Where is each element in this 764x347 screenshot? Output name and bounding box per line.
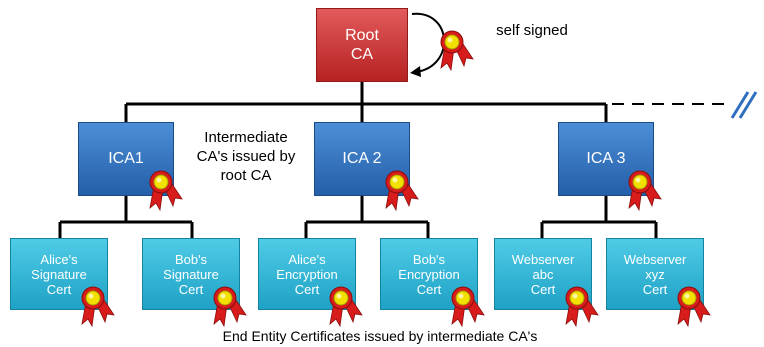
leaf3-certificate-badge-icon [329,286,363,327]
intermediate-ca-label: Intermediate CA's issued by root CA [196,129,296,184]
leaf6-certificate-badge-icon [677,286,711,327]
ica2-certificate-badge-icon [385,170,419,211]
leaf5-certificate-badge-icon [565,286,599,327]
ica1-certificate-badge-icon [149,170,183,211]
leaf1-certificate-badge-icon [81,286,115,327]
alice-signature-cert-box: Alice's Signature Cert [10,238,108,310]
end-entity-label: End Entity Certificates issued by interm… [222,328,538,344]
break-mark-icon [730,91,758,119]
root-ca-box: Root CA [316,8,408,82]
ica3-certificate-badge-icon [628,170,662,211]
arrow-head-icon [410,66,421,77]
self-signed-label: self signed [496,22,568,39]
leaf4-certificate-badge-icon [451,286,485,327]
leaf2-certificate-badge-icon [213,286,247,327]
root-certificate-badge-icon [440,30,474,71]
